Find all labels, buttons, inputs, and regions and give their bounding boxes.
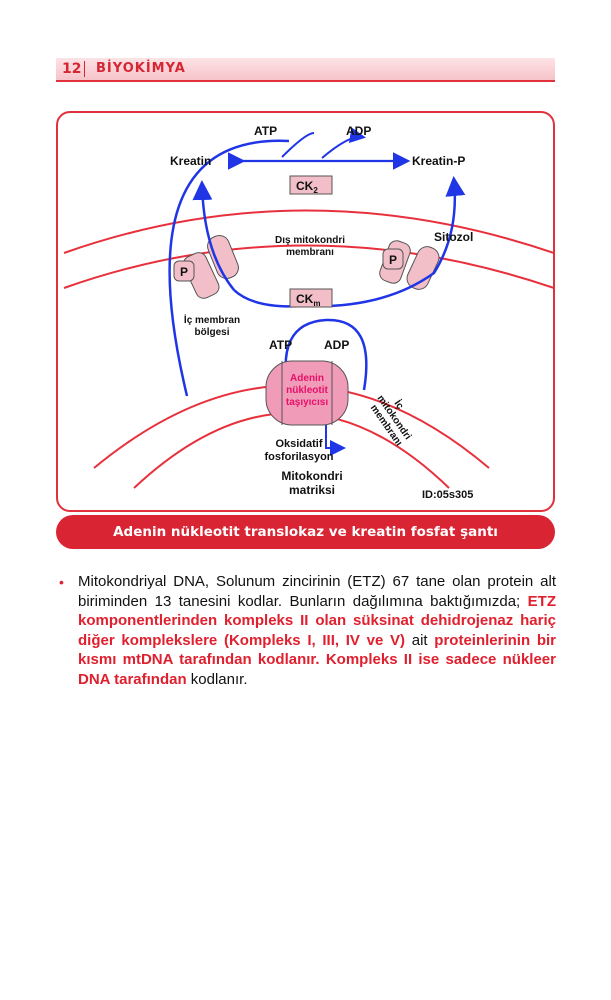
figure-id-label: ID:05s305: [422, 489, 473, 501]
body-paragraph: Mitokondriyal DNA, Solunum zincirinin (E…: [78, 572, 556, 689]
atp-mid-label: ATP: [269, 338, 292, 352]
sitozol-label: Sitozol: [434, 230, 473, 244]
paragraph-highlight-1: ETZ komponentlerinden kompleks II olan s…: [78, 592, 556, 649]
paragraph-part-3: ait: [405, 631, 435, 649]
page-number: 12: [62, 61, 82, 77]
arrow-loop: [168, 139, 290, 397]
paragraph-part-1: Mitokondriyal DNA, Solunum zincirinin (E…: [78, 573, 556, 610]
oxphos-label-1: Oksidatif: [275, 438, 322, 450]
ck2-box: [289, 175, 333, 195]
p-right-label: P: [389, 253, 397, 267]
ims-label-1: İç membran: [184, 313, 240, 326]
bullet-icon: •: [59, 574, 64, 590]
diagram: ATP ADP Kreatin Kreatin-P CK2 Dış mitoko…: [63, 124, 553, 501]
kreatin-label: Kreatin: [170, 154, 211, 168]
arrow-ckm-loop: [284, 318, 368, 396]
p-box-left: [173, 260, 195, 282]
adp-top-label: ADP: [346, 124, 371, 138]
p-box-right: [382, 248, 404, 270]
arrow-adp: [321, 127, 366, 159]
adp-mid-label: ADP: [324, 338, 349, 352]
header-divider: [84, 61, 85, 77]
ckm-box: [289, 288, 333, 308]
figure-box: ATP ADP Kreatin Kreatin-P CK2 Dış mitoko…: [56, 111, 555, 512]
paragraph-part-5: kodlanır.: [186, 670, 248, 688]
carrier-label-3: taşıyıcısı: [286, 397, 328, 408]
outer-membrane-bottom: [63, 244, 553, 289]
outer-membrane-top: [63, 209, 553, 254]
page-header: 12 BİYOKİMYA: [56, 58, 555, 82]
arrow-atp: [281, 132, 315, 158]
matrix-label-1: Mitokondri: [281, 469, 342, 483]
figure-caption: Adenin nükleotit translokaz ve kreatin f…: [56, 515, 555, 549]
kreatin-p-label: Kreatin-P: [412, 154, 465, 168]
ckm-label: CKm: [296, 292, 320, 308]
adenine-nucleotide-carrier: [265, 360, 349, 426]
arrow-oksidatif: [325, 423, 346, 456]
ims-label-2: bölgesi: [194, 327, 229, 338]
ck2-label: CK2: [296, 179, 318, 195]
arrow-to-kreatin-p: [233, 176, 466, 308]
paragraph-highlight-2: proteinlerinin bir kısmı mtDNA tarafında…: [78, 631, 556, 688]
outer-membrane-label-1: Dış mitokondri: [275, 235, 345, 246]
atp-top-label: ATP: [254, 124, 277, 138]
p-left-label: P: [180, 265, 188, 279]
oxphos-label-2: fosforilasyon: [264, 451, 333, 463]
arrow-to-kreatin: [192, 180, 235, 291]
membrane-protein: [207, 234, 239, 280]
section-title: BİYOKİMYA: [96, 61, 186, 76]
carrier-label-1: Adenin: [290, 373, 324, 384]
matrix-label-2: matriksi: [289, 483, 335, 497]
carrier-label-2: nükleotit: [286, 385, 328, 396]
outer-membrane-label-2: membranı: [286, 247, 334, 258]
